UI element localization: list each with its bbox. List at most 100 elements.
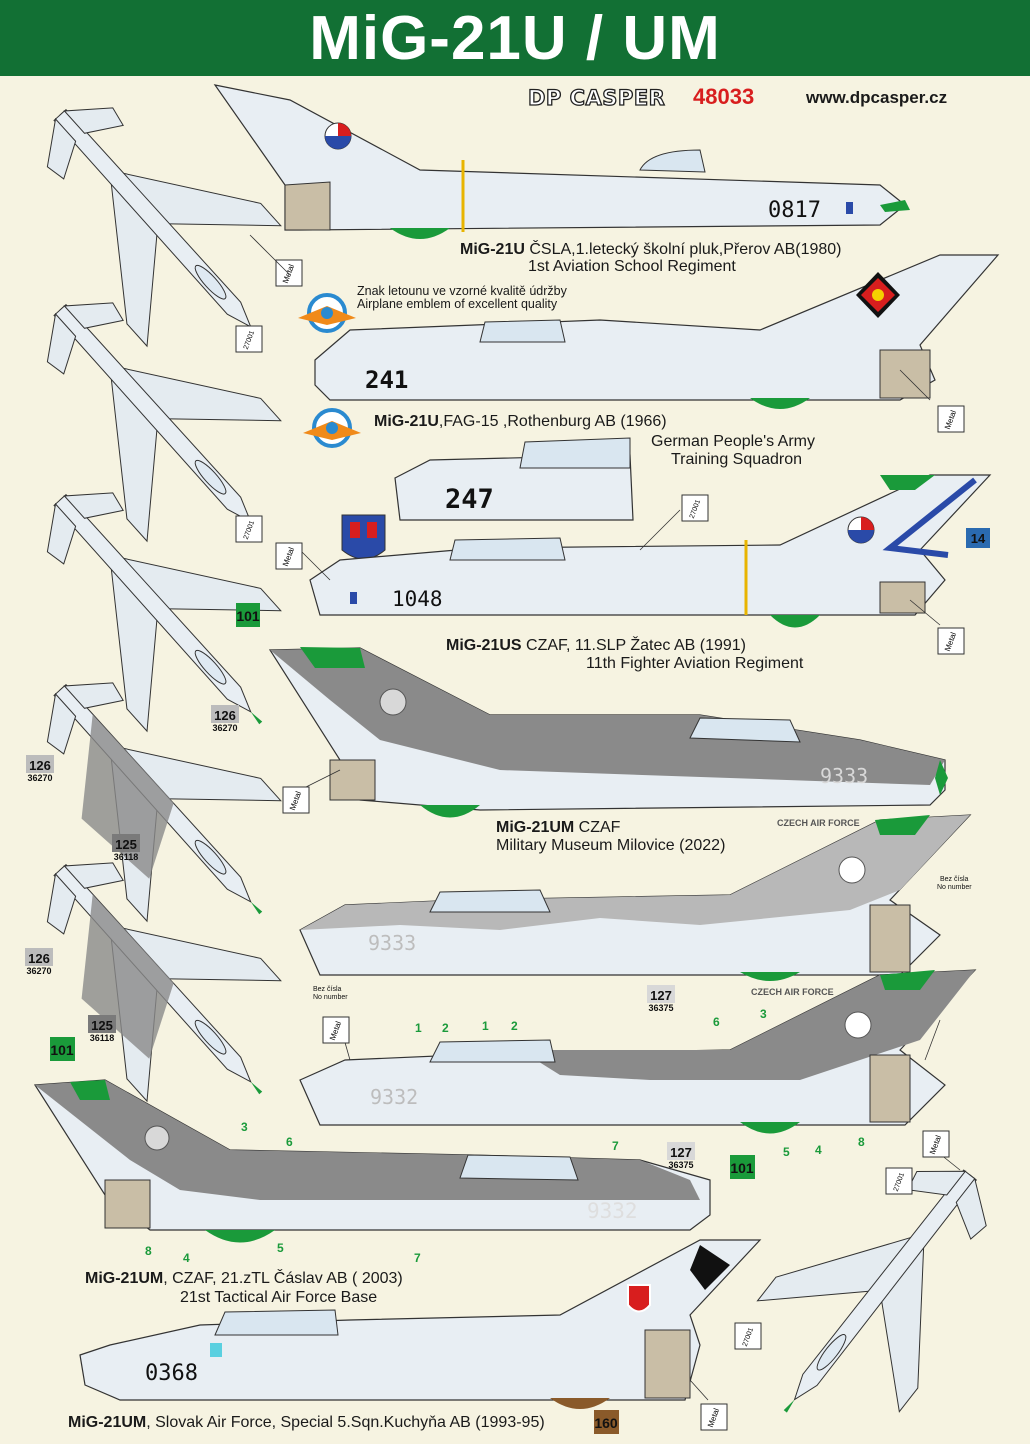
svg-text:127: 127 — [670, 1145, 692, 1160]
svg-text:7: 7 — [414, 1251, 421, 1265]
svg-text:36375: 36375 — [668, 1160, 693, 1170]
caption-4-english: Military Museum Milovice (2022) — [496, 837, 726, 854]
metal-tag-8: Metal — [700, 1403, 728, 1431]
metal-tag-2: Metal — [937, 405, 965, 433]
profile-5: 9333 — [299, 814, 972, 981]
caption-3-english: 11th Fighter Aviation Regiment — [586, 655, 804, 672]
profile-5-number: 9333 — [368, 931, 416, 955]
bez-cisla-label-2: Bez čísla — [313, 986, 342, 993]
brown-badge-160: 160 — [594, 1410, 619, 1434]
caption-3: MiG-21US CZAF, 11.SLP Žatec AB (1991) — [446, 637, 746, 654]
tag-27001-1: 27001 — [235, 325, 263, 353]
emblem-caption-cz: Znak letounu ve vzorné kvalitě údržby — [357, 284, 567, 298]
profile-6: 9332 — [299, 969, 977, 1134]
page-title: MiG-21U / UM — [309, 3, 721, 73]
czech-air-force-label-2: CZECH AIR FORCE — [751, 987, 834, 997]
svg-text:2: 2 — [442, 1021, 449, 1035]
code-box-126-b: 126 36270 — [26, 755, 54, 783]
svg-text:101: 101 — [730, 1160, 754, 1176]
svg-text:36270: 36270 — [212, 723, 237, 733]
tag-27001-5: 27001 — [734, 1322, 762, 1350]
profile-2: 241 — [314, 254, 1000, 409]
svg-text:101: 101 — [50, 1042, 74, 1058]
profile-8-number: 0368 — [145, 1361, 198, 1386]
code-box-125-a: 125 36118 — [112, 834, 140, 862]
caption-2: MiG-21U,FAG-15 ,Rothenburg AB (1966) — [374, 413, 667, 430]
svg-text:7: 7 — [612, 1139, 619, 1153]
metal-tag-7: Metal — [922, 1130, 950, 1158]
code-box-127-b: 127 36375 — [667, 1142, 695, 1170]
svg-text:36375: 36375 — [648, 1003, 673, 1013]
emblem-caption-en: Airplane emblem of excellent quality — [357, 297, 558, 311]
quality-emblem-icon — [298, 293, 356, 333]
caption-8: MiG-21UM, Slovak Air Force, Special 5.Sq… — [68, 1414, 545, 1431]
code-box-126-a: 126 36270 — [211, 705, 239, 733]
metal-tag-1: Metal — [275, 259, 303, 287]
no-number-label-2: No number — [313, 994, 348, 1001]
tag-27001-3: 27001 — [681, 494, 709, 522]
svg-text:36270: 36270 — [26, 966, 51, 976]
caption-1-english: 1st Aviation School Regiment — [528, 258, 736, 275]
profile-3-number: 1048 — [392, 587, 443, 611]
profile-2b-number: 247 — [445, 484, 494, 515]
green-badge-101-b: 101 — [50, 1037, 75, 1061]
metal-tag-5: Metal — [282, 786, 310, 814]
svg-text:8: 8 — [858, 1135, 865, 1149]
svg-text:4: 4 — [183, 1251, 190, 1265]
tag-27001-2: 27001 — [235, 515, 263, 543]
caption-1: MiG-21U ČSLA,1.letecký školní pluk,Přero… — [460, 241, 842, 258]
profile-2b: 247 — [394, 437, 634, 521]
caption-2-english: German People's Army — [651, 433, 816, 450]
profile-1: 0817 — [213, 84, 910, 239]
svg-text:125: 125 — [115, 837, 137, 852]
svg-text:126: 126 — [29, 758, 51, 773]
plan-view-6 — [713, 1119, 1030, 1444]
header-bar: MiG-21U / UM — [0, 0, 1030, 76]
tail-badge-14: 14 — [966, 528, 990, 548]
svg-text:3: 3 — [760, 1007, 767, 1021]
svg-text:1: 1 — [482, 1019, 489, 1033]
svg-text:5: 5 — [277, 1241, 284, 1255]
code-box-126-c: 126 36270 — [25, 948, 53, 976]
profile-4-number: 9333 — [820, 764, 868, 788]
svg-text:3: 3 — [241, 1120, 248, 1134]
svg-text:36118: 36118 — [114, 852, 139, 862]
svg-text:8: 8 — [145, 1244, 152, 1258]
svg-text:126: 126 — [28, 951, 50, 966]
svg-text:125: 125 — [91, 1018, 113, 1033]
quality-emblem-icon-2 — [303, 408, 361, 448]
profile-6-number: 9332 — [370, 1085, 418, 1109]
svg-text:36118: 36118 — [90, 1033, 115, 1043]
metal-tag-3: Metal — [275, 542, 303, 570]
no-number-label-1: No number — [937, 884, 972, 891]
profile-7: 9332 — [33, 1079, 711, 1243]
caption-2-english-2: Training Squadron — [671, 451, 803, 468]
profile-4: 9333 — [268, 647, 948, 818]
svg-text:1: 1 — [415, 1021, 422, 1035]
caption-7: MiG-21UM, CZAF, 21.zTL Čáslav AB ( 2003) — [85, 1270, 403, 1287]
green-badge-101-c: 101 — [730, 1155, 755, 1179]
profile-8: 0368 — [79, 1239, 762, 1409]
green-badge-101-a: 101 — [236, 603, 260, 627]
caption-4: MiG-21UM CZAF — [496, 819, 621, 836]
code-box-125-b: 125 36118 — [88, 1015, 116, 1043]
profile-7-number: 9332 — [587, 1199, 638, 1223]
svg-text:126: 126 — [214, 708, 236, 723]
svg-text:14: 14 — [971, 531, 986, 546]
plan-view-4 — [0, 629, 329, 974]
metal-tag-6: Metal — [322, 1016, 350, 1044]
svg-text:160: 160 — [594, 1415, 618, 1431]
city-crest-icon — [341, 514, 386, 560]
profile-3: 1048 — [309, 474, 992, 628]
website-link[interactable]: www.dpcasper.cz — [806, 88, 948, 107]
tag-27001-4: 27001 — [885, 1167, 913, 1195]
code-box-127-a: 127 36375 — [647, 985, 675, 1013]
czech-air-force-label-1: CZECH AIR FORCE — [777, 818, 860, 828]
metal-tag-4: Metal — [937, 627, 965, 655]
svg-text:101: 101 — [236, 608, 260, 624]
svg-text:2: 2 — [511, 1019, 518, 1033]
stencil-numbers: 1 2 1 2 3 4 5 6 7 8 3 6 8 4 5 7 — [145, 1007, 865, 1265]
svg-text:4: 4 — [815, 1143, 822, 1157]
svg-text:6: 6 — [713, 1015, 720, 1029]
